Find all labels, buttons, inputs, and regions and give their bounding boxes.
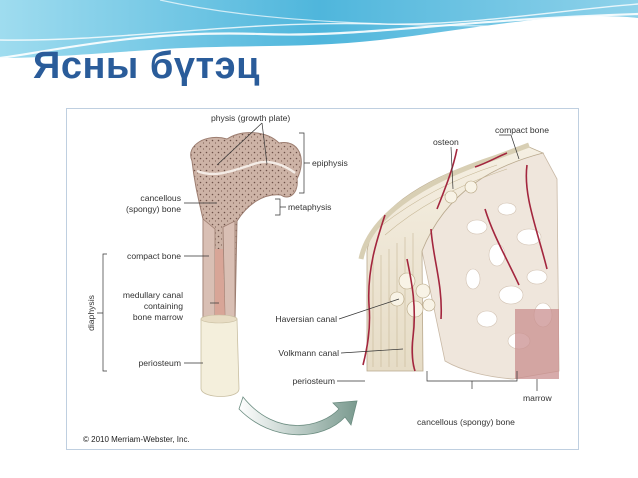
compact-shaft xyxy=(202,218,216,320)
label-cancellous-1: cancellous xyxy=(140,193,181,203)
label-cancellous-right: cancellous (spongy) bone xyxy=(417,417,515,427)
label-osteon: osteon xyxy=(433,137,459,147)
blood-vessels xyxy=(362,148,548,372)
bone-cross-section xyxy=(358,142,560,380)
label-diaphysis: diaphysis xyxy=(86,295,96,331)
label-medullary-3: bone marrow xyxy=(133,312,184,322)
label-compact-bone-left: compact bone xyxy=(127,251,181,261)
label-medullary-2: containing xyxy=(144,301,183,311)
label-medullary-1: medullary canal xyxy=(123,290,183,300)
marrow-block xyxy=(515,309,559,379)
label-marrow: marrow xyxy=(523,393,552,403)
top-wave-banner xyxy=(0,0,638,60)
label-cancellous-2: (spongy) bone xyxy=(126,204,181,214)
label-periosteum-left: periosteum xyxy=(138,358,181,368)
long-bone xyxy=(190,132,302,397)
label-volkmann: Volkmann canal xyxy=(278,348,339,358)
label-epiphysis: epiphysis xyxy=(312,158,348,168)
medullary-canal-shape xyxy=(215,249,225,319)
periosteum-sleeve xyxy=(200,314,240,397)
transition-arrow xyxy=(238,396,358,436)
slide-title: Ясны бүтэц xyxy=(33,45,260,87)
label-physis: physis (growth plate) xyxy=(211,113,290,123)
bone-diagram: physis (growth plate) epiphysis metaphys… xyxy=(83,113,560,444)
bone-anatomy-figure: physis (growth plate) epiphysis metaphys… xyxy=(66,108,579,450)
label-compact-bone-right: compact bone xyxy=(495,125,549,135)
label-haversian: Haversian canal xyxy=(275,314,337,324)
periosteum-layer xyxy=(358,142,530,260)
copyright-text: © 2010 Merriam-Webster, Inc. xyxy=(83,435,190,444)
label-metaphysis: metaphysis xyxy=(288,202,331,212)
label-periosteum-right: periosteum xyxy=(292,376,335,386)
